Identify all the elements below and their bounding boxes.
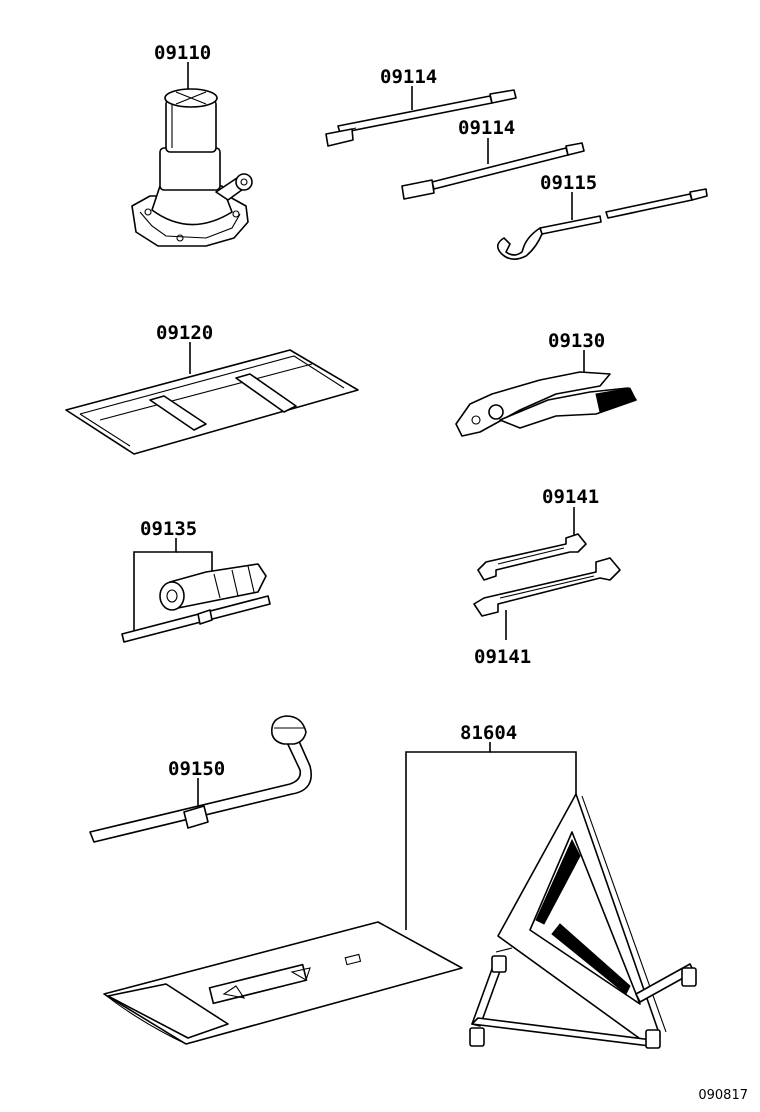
pliers-part[interactable]: 09130 [455,330,637,437]
label-jack: 09110 [154,42,211,64]
wheel-wrench-part[interactable]: 09150 [89,715,312,843]
label-wrench-upper: 09141 [542,486,599,508]
label-warning-triangle: 81604 [460,722,517,744]
label-wheel-wrench: 09150 [168,758,225,780]
wrench-upper-part[interactable]: 09141 [477,486,599,581]
jack-part[interactable]: 09110 [131,42,253,247]
label-crank: 09115 [540,172,597,194]
crank-part[interactable]: 09115 [496,172,708,260]
label-pliers: 09130 [548,330,605,352]
label-tool-bag: 09120 [156,322,213,344]
handle-upper-part[interactable]: 09114 [325,66,517,147]
screwdriver-part[interactable]: 09135 [121,518,271,643]
warning-triangle-part[interactable]: 81604 [103,722,697,1049]
handle-lower-part[interactable]: 09114 [401,117,585,200]
wrench-lower-part[interactable]: 09141 [473,557,621,668]
label-handle-lower: 09114 [458,117,515,139]
label-handle-upper: 09114 [380,66,437,88]
label-screwdriver: 09135 [140,518,197,540]
tool-bag-part[interactable]: 09120 [65,322,359,455]
label-wrench-lower: 09141 [474,646,531,668]
diagram-code: 090817 [698,1088,748,1103]
